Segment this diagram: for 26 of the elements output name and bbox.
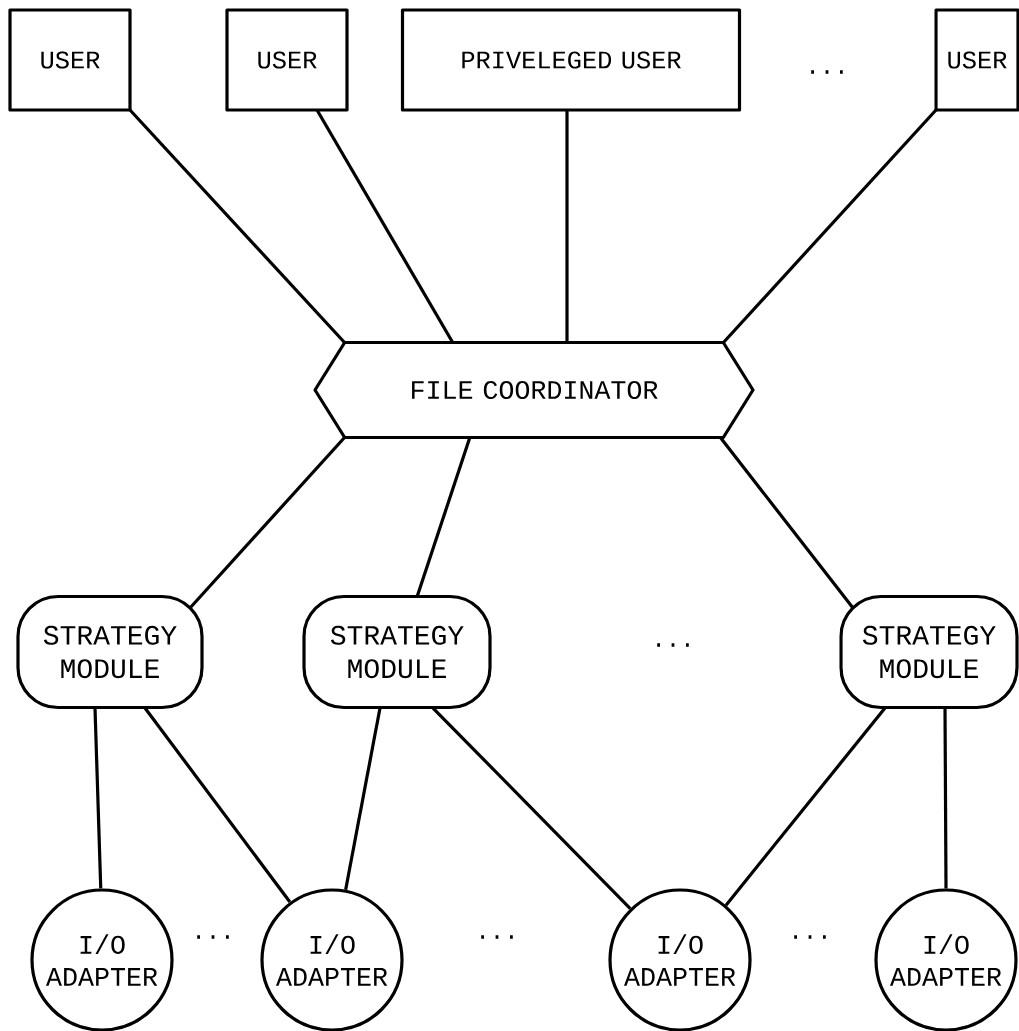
ellipsis: ... <box>794 935 826 939</box>
module-box: STRATEGY MODULE <box>16 594 204 710</box>
ellipsis: ... <box>481 935 513 939</box>
connector-line <box>143 707 292 904</box>
ellipsis: ... <box>657 643 689 647</box>
connector-line <box>565 110 569 343</box>
connector-line <box>188 435 347 610</box>
connector-line <box>721 108 938 345</box>
ellipsis: ... <box>811 70 843 74</box>
connector-line <box>431 706 632 910</box>
user-box: USER <box>934 8 1019 112</box>
connector-line <box>415 436 472 598</box>
connector-line <box>943 708 948 889</box>
connector-line <box>724 707 887 907</box>
user-box: USER <box>225 8 349 112</box>
connector-line <box>93 707 103 889</box>
connector-line <box>344 707 382 891</box>
connector-line <box>718 436 855 609</box>
module-box: STRATEGY MODULE <box>302 594 492 710</box>
module-box: STRATEGY MODULE <box>839 594 1019 710</box>
connector-line <box>315 109 455 344</box>
hexagon-box: FILE COORDINATOR <box>313 340 755 440</box>
connector-line <box>128 108 347 345</box>
user-box: PRIVELEGED USER <box>400 8 742 112</box>
user-box: USER <box>8 8 132 112</box>
ellipsis: ... <box>197 935 229 939</box>
